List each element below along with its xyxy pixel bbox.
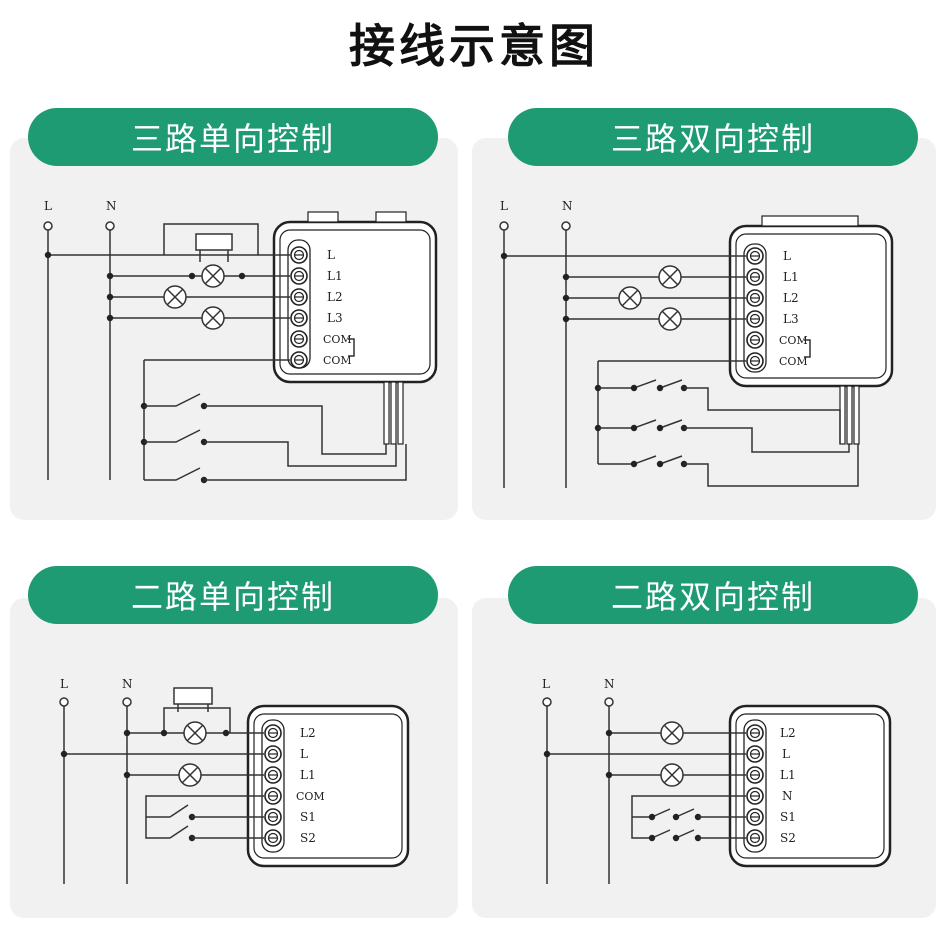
page-title: 接线示意图 <box>349 19 599 73</box>
heading-three-way-dual: 三路双向控制 <box>508 108 918 166</box>
wire-label-n: N <box>122 677 133 691</box>
wire-label-n: N <box>106 199 117 213</box>
wire-label-l: L <box>44 199 52 213</box>
terminal-label: S2 <box>300 831 316 845</box>
terminal-label: L <box>782 747 790 761</box>
wire-label-l: L <box>60 677 68 691</box>
wire-label-l: L <box>500 199 508 213</box>
terminal-label: L2 <box>327 290 343 304</box>
terminal-label: L <box>300 747 308 761</box>
terminal-label: L3 <box>327 311 343 325</box>
heading-three-way-single: 三路单向控制 <box>28 108 438 166</box>
terminal-label: S1 <box>300 810 316 824</box>
wire-label-n: N <box>604 677 615 691</box>
terminal-label: L1 <box>780 768 796 782</box>
terminal-label: COM <box>323 333 352 346</box>
wire-label-l: L <box>542 677 550 691</box>
heading-two-way-dual: 二路双向控制 <box>508 566 918 624</box>
terminal-label: L <box>327 248 335 262</box>
terminal-label: COM <box>323 354 352 367</box>
diagram-two-way-single: L N L2 L L1 COM S1 S2 <box>59 677 410 884</box>
terminal-label: L1 <box>300 768 316 782</box>
diagram-three-way-single: L N L L1 L2 L3 COM COM <box>43 199 438 484</box>
terminal-label: S1 <box>780 810 796 824</box>
terminal-label: L1 <box>327 269 343 283</box>
terminal-label: L2 <box>783 291 799 305</box>
diagram-three-way-dual: L N L L1 L2 L3 COM COM <box>499 199 894 488</box>
terminal-label: COM <box>779 334 808 347</box>
wire-label-n: N <box>562 199 573 213</box>
terminal-label: L1 <box>783 270 799 284</box>
terminal-label: COM <box>779 355 808 368</box>
terminal-label: S2 <box>780 831 796 845</box>
terminal-label: L <box>783 249 791 263</box>
terminal-label: L2 <box>780 726 796 740</box>
terminal-label: L2 <box>300 726 316 740</box>
terminal-label: COM <box>296 790 325 803</box>
terminal-label: N <box>782 789 793 803</box>
heading-two-way-single: 二路单向控制 <box>28 566 438 624</box>
terminal-label: L3 <box>783 312 799 326</box>
diagram-two-way-dual: L N L2 L L1 N S1 S2 <box>542 677 892 884</box>
